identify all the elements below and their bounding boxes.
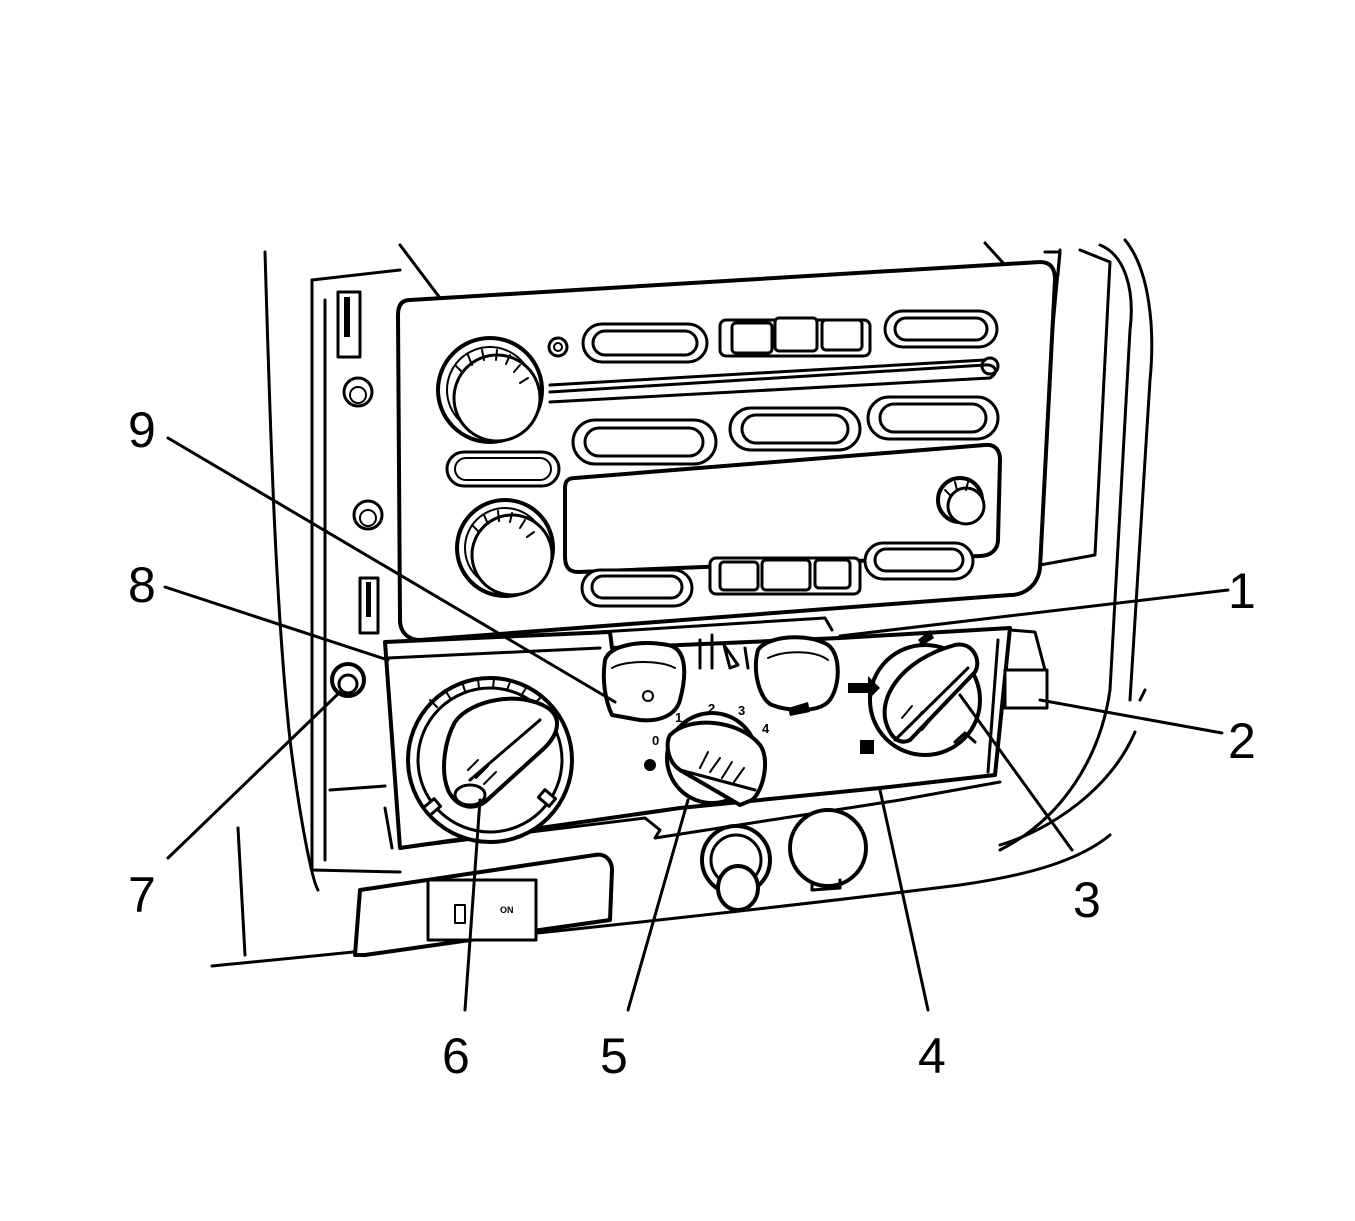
blower-motor-switch-knob (665, 711, 768, 807)
callout-8: 8 (128, 557, 156, 613)
radio-unit (396, 260, 1057, 642)
leader-1 (838, 588, 1230, 638)
leader-9 (166, 436, 617, 704)
volume-knob (436, 336, 544, 444)
fan-scale-1: 1 (675, 710, 682, 725)
recirculation-icon (788, 702, 810, 716)
lower-console: ON (353, 808, 868, 957)
tune-knob (455, 498, 555, 598)
fan-scale-0: 0 (652, 733, 659, 748)
fan-scale-3: 3 (738, 703, 745, 718)
leader-lines (163, 436, 1230, 1012)
mode-indicator-teeth (698, 633, 750, 670)
mounting-bolt (330, 662, 366, 698)
fan-scale-2: 2 (708, 701, 715, 716)
leader-6 (463, 798, 482, 1012)
air-mode-control-knob (848, 630, 982, 757)
callout-5: 5 (600, 1028, 628, 1084)
recirculation-button (753, 635, 840, 716)
temperature-control-knob (406, 676, 574, 844)
power-outlet (788, 808, 868, 892)
leader-3 (958, 693, 1074, 852)
floor-icon (860, 740, 874, 754)
callout-2: 2 (1228, 713, 1256, 769)
defrost-mode-icon (918, 630, 934, 646)
leader-2 (1038, 698, 1224, 735)
defrost-icon (642, 690, 654, 702)
bolt-upper (342, 376, 374, 408)
fan-speed-scale: 0 1 2 3 4 (644, 701, 770, 771)
callout-labels: 1 2 3 4 5 6 7 8 9 (128, 402, 1256, 1084)
callout-3: 3 (1073, 872, 1101, 928)
leader-4 (878, 788, 930, 1012)
cigarette-lighter (700, 824, 772, 912)
leader-8 (163, 585, 390, 662)
callout-1: 1 (1228, 563, 1256, 619)
defrost-button (601, 641, 687, 723)
leader-7 (166, 690, 342, 860)
fan-scale-4: 4 (762, 721, 770, 736)
callout-7: 7 (128, 867, 156, 923)
snowflake-icon (644, 759, 656, 771)
bolt-middle (352, 499, 384, 531)
callout-6: 6 (442, 1028, 470, 1084)
callout-9: 9 (128, 402, 156, 458)
vent-icon (848, 676, 880, 700)
callout-4: 4 (918, 1028, 946, 1084)
leader-5 (626, 798, 690, 1012)
switch-on-label: ON (500, 905, 514, 915)
